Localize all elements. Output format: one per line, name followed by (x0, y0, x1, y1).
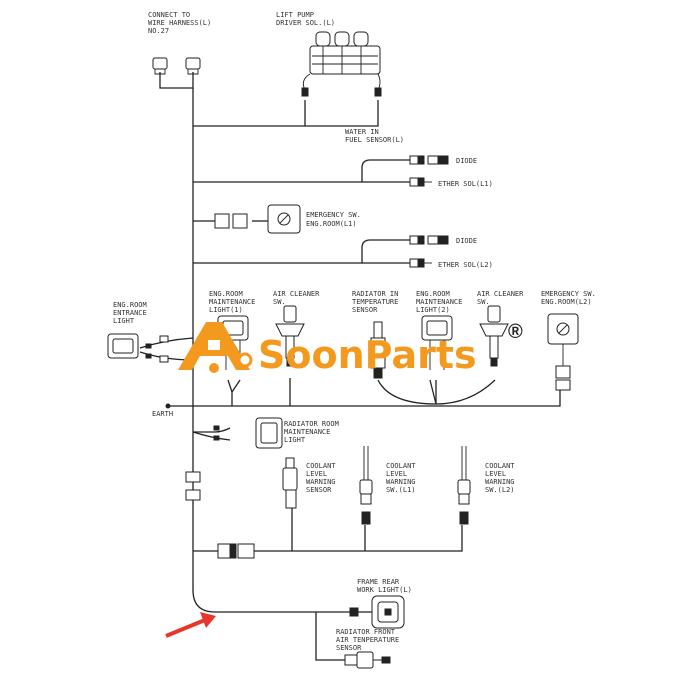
svg-text:WORK LIGHT(L): WORK LIGHT(L) (357, 586, 412, 594)
label-diode-1: DIODE (456, 157, 477, 165)
emergency-switch-l2-icon (547, 313, 579, 391)
svg-text:LIGHT: LIGHT (284, 436, 306, 444)
svg-text:DRIVER SOL.(L): DRIVER SOL.(L) (276, 19, 335, 27)
svg-text:COOLANT: COOLANT (386, 462, 416, 470)
label-frame-rear-light: FRAME REAR WORK LIGHT(L) (357, 578, 412, 594)
svg-text:MAINTENANCE: MAINTENANCE (284, 428, 330, 436)
svg-text:WIRE HARNESS(L): WIRE HARNESS(L) (148, 19, 211, 27)
svg-text:ENG.ROOM: ENG.ROOM (209, 290, 243, 298)
label-lift-pump: LIFT PUMP DRIVER SOL.(L) (276, 11, 335, 27)
radiator-front-temp-sensor-icon (344, 651, 391, 669)
label-maintenance-light-1: ENG.ROOM MAINTENANCE LIGHT(1) (209, 290, 255, 314)
svg-text:WARNING: WARNING (306, 478, 336, 486)
ether-sol-l1-connector-icon (409, 177, 432, 187)
svg-text:ENG.ROOM: ENG.ROOM (113, 301, 147, 309)
svg-text:SENSOR: SENSOR (306, 486, 332, 494)
svg-text:AIR CLEANER: AIR CLEANER (477, 290, 524, 298)
svg-text:RADIATOR IN: RADIATOR IN (352, 290, 398, 298)
radiator-room-light-icon (213, 417, 283, 449)
label-diode-2: DIODE (456, 237, 477, 245)
label-emergency-l2: EMERGENCY SW. ENG.ROOM(L2) (541, 290, 596, 306)
soonparts-watermark: SoonParts ® (178, 321, 523, 377)
label-air-cleaner-1: AIR CLEANER SW. (273, 290, 320, 306)
label-connect-harness: CONNECT TO WIRE HARNESS(L) NO.27 (148, 11, 211, 35)
svg-text:LIGHT: LIGHT (113, 317, 135, 325)
svg-text:AIR CLEANER: AIR CLEANER (273, 290, 320, 298)
svg-text:WARNING: WARNING (386, 478, 416, 486)
label-ether-l1: ETHER SOL(L1) (438, 180, 493, 188)
svg-text:SW.(L1): SW.(L1) (386, 486, 416, 494)
coolant-switch-l2-icon (457, 446, 471, 525)
svg-text:RADIATOR FRONT: RADIATOR FRONT (336, 628, 396, 636)
air-cleaner-switch-2-icon (479, 305, 509, 367)
coolant-row-connector-icon (217, 543, 255, 559)
label-earth: EARTH (152, 410, 173, 418)
frame-rear-work-light-icon (349, 595, 405, 629)
svg-text:COOLANT: COOLANT (485, 462, 515, 470)
maintenance-light-2-icon (421, 315, 453, 370)
diode-connector-l2-icon (409, 235, 449, 245)
ether-sol-l2-connector-icon (409, 258, 432, 268)
pointer-arrow-icon (165, 612, 216, 638)
svg-text:LEVEL: LEVEL (306, 470, 327, 478)
svg-text:ENG.ROOM: ENG.ROOM (416, 290, 450, 298)
wire-harness (139, 72, 561, 661)
trunk-connector-icon (185, 471, 201, 501)
svg-text:TEMPERATURE: TEMPERATURE (352, 298, 398, 306)
label-ether-l2: ETHER SOL(L2) (438, 261, 493, 269)
svg-text:MAINTENANCE: MAINTENANCE (209, 298, 255, 306)
earth-point-icon (165, 403, 171, 409)
label-coolant-sw-l2: COOLANT LEVEL WARNING SW.(L2) (485, 462, 515, 494)
svg-text:ENTRANCE: ENTRANCE (113, 309, 147, 317)
svg-text:LIFT PUMP: LIFT PUMP (276, 11, 314, 19)
svg-text:LIGHT(2): LIGHT(2) (416, 306, 450, 314)
label-emergency-l1: EMERGENCY SW. ENG.ROOM(L1) (306, 211, 361, 228)
svg-text:SW.: SW. (477, 298, 490, 306)
svg-text:WARNING: WARNING (485, 478, 515, 486)
label-radiator-front-sensor: RADIATOR FRONT AIR TENPERATURE SENSOR (336, 628, 399, 652)
svg-text:LEVEL: LEVEL (386, 470, 407, 478)
svg-text:SENSOR: SENSOR (352, 306, 378, 314)
diode-connector-l1-icon (409, 155, 449, 165)
watermark-brand: SoonParts (258, 333, 477, 377)
svg-text:LIGHT(1): LIGHT(1) (209, 306, 243, 314)
svg-text:RADIATOR ROOM: RADIATOR ROOM (284, 420, 339, 428)
coolant-switch-l1-icon (359, 446, 373, 525)
svg-text:EMERGENCY SW.: EMERGENCY SW. (306, 211, 361, 219)
soonparts-logo-icon (178, 322, 253, 373)
air-cleaner-switch-1-icon (275, 305, 305, 367)
label-radiator-room-light: RADIATOR ROOM MAINTENANCE LIGHT (284, 420, 339, 444)
svg-text:ENG.ROOM(L2): ENG.ROOM(L2) (541, 298, 592, 306)
label-entrance-light: ENG.ROOM ENTRANCE LIGHT (113, 301, 147, 325)
svg-text:LEVEL: LEVEL (485, 470, 506, 478)
label-water-fuel-sensor: WATER IN FUEL SENSOR(L) (345, 128, 404, 144)
emergency-switch-l1-icon (214, 204, 301, 234)
svg-text:SW.: SW. (273, 298, 286, 306)
svg-text:CONNECT TO: CONNECT TO (148, 11, 190, 19)
radiator-in-temp-sensor-icon (370, 321, 386, 379)
svg-text:COOLANT: COOLANT (306, 462, 336, 470)
svg-text:SENSOR: SENSOR (336, 644, 362, 652)
registered-mark: ® (508, 321, 523, 343)
entrance-light-icon (107, 333, 169, 363)
label-air-cleaner-2: AIR CLEANER SW. (477, 290, 524, 306)
lift-pump-solenoid-icon (301, 31, 382, 97)
label-maintenance-light-2: ENG.ROOM MAINTENANCE LIGHT(2) (416, 290, 462, 314)
svg-text:NO.27: NO.27 (148, 27, 169, 35)
harness-connector-l-icon (152, 57, 201, 75)
coolant-level-sensor-icon (282, 457, 298, 509)
label-radiator-in-temp: RADIATOR IN TEMPERATURE SENSOR (352, 290, 398, 314)
label-coolant-sensor: COOLANT LEVEL WARNING SENSOR (306, 462, 336, 494)
svg-text:SW.(L2): SW.(L2) (485, 486, 515, 494)
svg-text:WATER IN: WATER IN (345, 128, 379, 136)
svg-text:FUEL SENSOR(L): FUEL SENSOR(L) (345, 136, 404, 144)
svg-text:ENG.ROOM(L1): ENG.ROOM(L1) (306, 220, 357, 228)
svg-text:AIR TENPERATURE: AIR TENPERATURE (336, 636, 399, 644)
svg-text:FRAME REAR: FRAME REAR (357, 578, 400, 586)
svg-text:MAINTENANCE: MAINTENANCE (416, 298, 462, 306)
svg-text:EMERGENCY SW.: EMERGENCY SW. (541, 290, 596, 298)
label-coolant-sw-l1: COOLANT LEVEL WARNING SW.(L1) (386, 462, 416, 494)
